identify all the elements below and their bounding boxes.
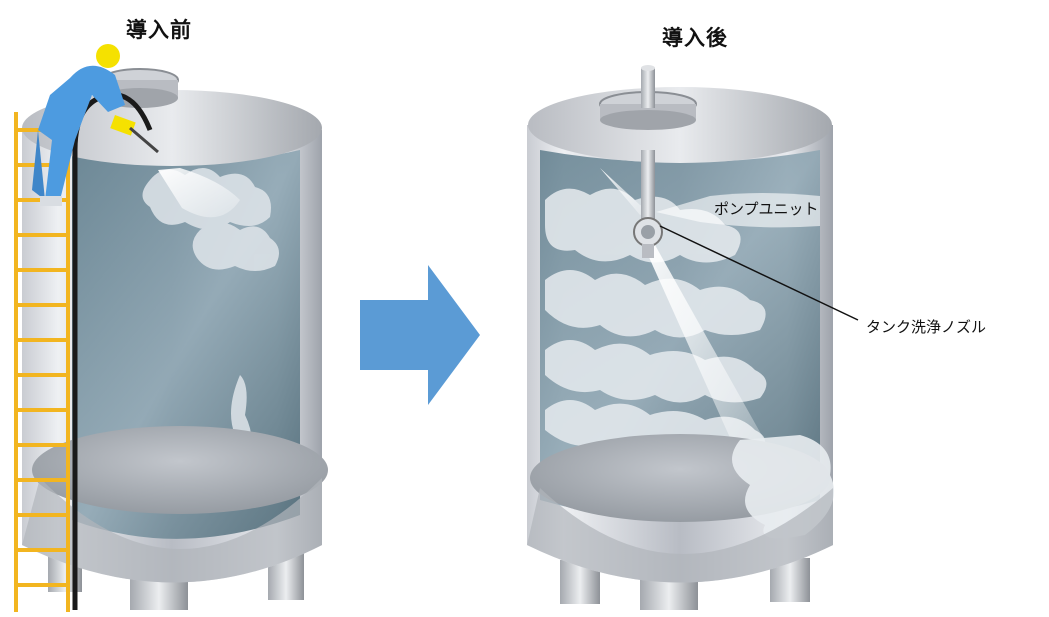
tank-nozzle-label: タンク洗浄ノズル [866, 318, 987, 336]
pump-unit-label: ポンプユニット [714, 200, 819, 218]
tank-floor [32, 426, 328, 514]
tank-after [527, 65, 859, 610]
title-before: 導入前 [126, 18, 192, 42]
nozzle-callout-line [659, 225, 859, 321]
tank-before [14, 44, 328, 612]
tank-lid [22, 90, 322, 166]
title-after: 導入後 [662, 26, 728, 50]
ladder [14, 112, 70, 612]
worker [32, 44, 159, 206]
pump-shaft [641, 68, 655, 108]
spray-jet [648, 245, 770, 460]
helmet [96, 44, 120, 68]
spray-jet [158, 168, 240, 218]
right-arrow-icon [360, 265, 480, 405]
